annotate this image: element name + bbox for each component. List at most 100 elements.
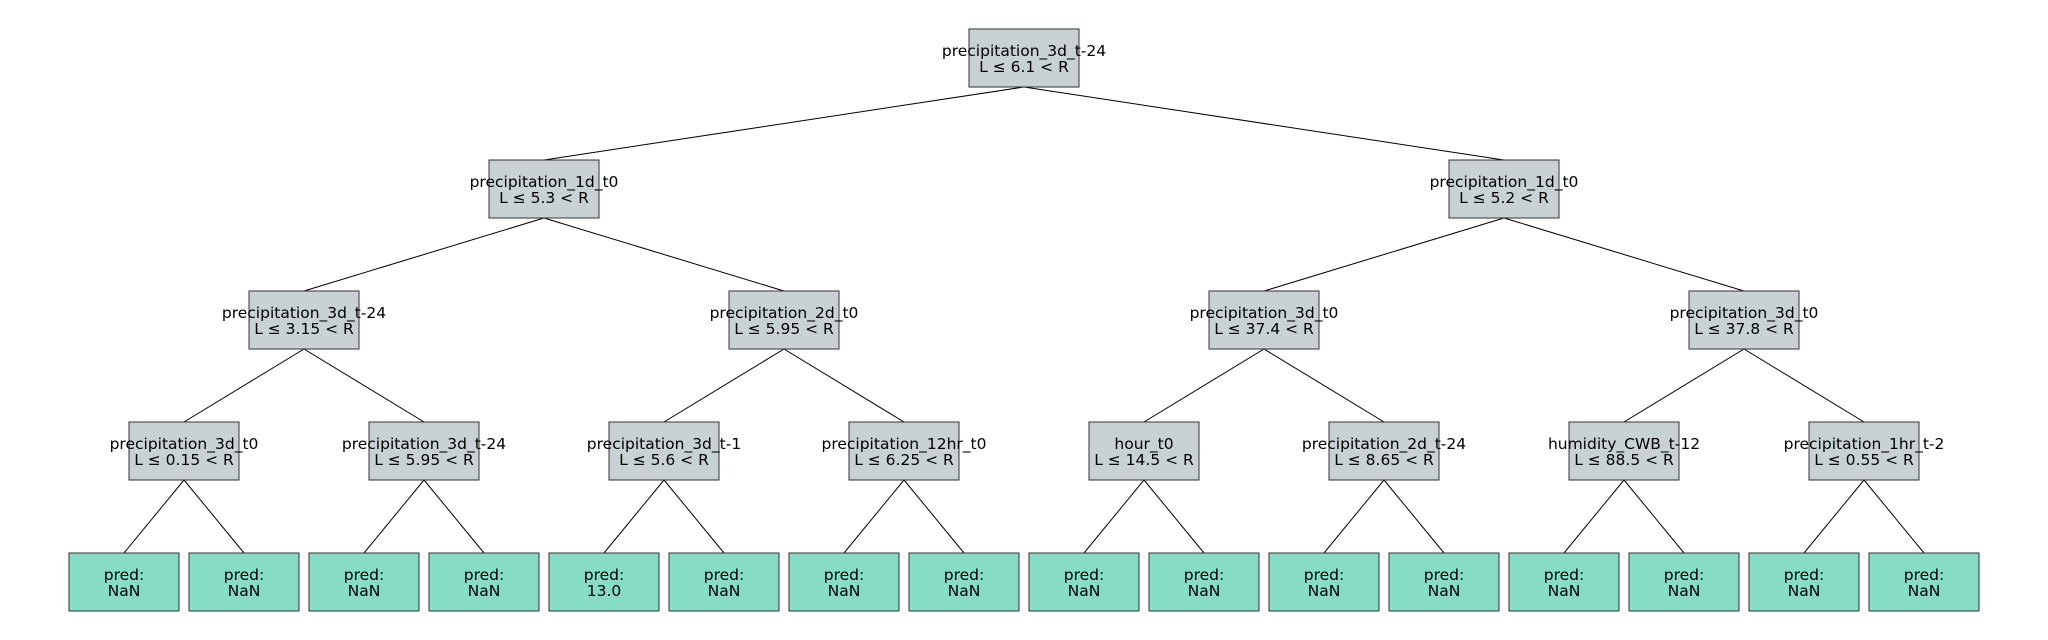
- node-label-line1: pred:: [1064, 566, 1104, 584]
- node-label-line1: hour_t0: [1114, 435, 1173, 454]
- split-node-n5: precipitation_3d_t0L ≤ 37.4 < R: [1190, 290, 1339, 350]
- node-label-line1: precipitation_2d_t0: [710, 304, 859, 323]
- node-label-line1: pred:: [1784, 566, 1824, 584]
- node-box: [1868, 552, 1980, 612]
- edge-n11-n24: [1143, 479, 1205, 554]
- node-box: [728, 290, 840, 350]
- node-box: [788, 552, 900, 612]
- node-label-line1: precipitation_3d_t0: [1670, 304, 1819, 323]
- node-box: [488, 159, 600, 219]
- node-label-line1: precipitation_2d_t-24: [1302, 435, 1466, 454]
- node-label-line1: pred:: [1544, 566, 1584, 584]
- leaf-node-n21: pred:NaN: [788, 552, 900, 612]
- node-label-line2: NaN: [228, 582, 261, 600]
- node-label-line1: pred:: [1664, 566, 1704, 584]
- node-box: [128, 421, 240, 481]
- edge-n2-n6: [1503, 217, 1745, 292]
- edge-n3-n8: [303, 348, 425, 423]
- node-box: [1688, 290, 1800, 350]
- edge-n10-n22: [903, 479, 965, 554]
- node-box: [1748, 552, 1860, 612]
- node-box: [1208, 290, 1320, 350]
- node-label-line2: L ≤ 5.3 < R: [499, 189, 589, 207]
- edge-n12-n26: [1383, 479, 1445, 554]
- edge-n1-n3: [303, 217, 545, 292]
- node-label-line1: pred:: [104, 566, 144, 584]
- node-label-line1: pred:: [1424, 566, 1464, 584]
- node-label-line1: pred:: [944, 566, 984, 584]
- node-box: [1628, 552, 1740, 612]
- node-box: [1508, 552, 1620, 612]
- node-box: [1268, 552, 1380, 612]
- edge-n5-n11: [1143, 348, 1265, 423]
- leaf-node-n24: pred:NaN: [1148, 552, 1260, 612]
- node-label-line2: L ≤ 5.95 < R: [374, 451, 474, 469]
- node-box: [1148, 552, 1260, 612]
- node-label-line2: NaN: [1188, 582, 1221, 600]
- split-node-n6: precipitation_3d_t0L ≤ 37.8 < R: [1670, 290, 1819, 350]
- leaf-node-n30: pred:NaN: [1868, 552, 1980, 612]
- split-node-n7: precipitation_3d_t0L ≤ 0.15 < R: [110, 421, 258, 481]
- edge-n4-n9: [663, 348, 785, 423]
- edge-n3-n7: [183, 348, 305, 423]
- split-node-n9: precipitation_3d_t-1L ≤ 5.6 < R: [587, 421, 741, 481]
- edge-n6-n13: [1623, 348, 1745, 423]
- leaf-node-n20: pred:NaN: [668, 552, 780, 612]
- node-label-line2: 13.0: [587, 582, 622, 600]
- node-box: [668, 552, 780, 612]
- node-label-line2: NaN: [1908, 582, 1941, 600]
- edge-n0-n1: [543, 86, 1025, 161]
- node-box: [968, 28, 1080, 88]
- leaf-node-n19: pred:13.0: [548, 552, 660, 612]
- edge-n5-n12: [1263, 348, 1385, 423]
- leaf-node-n28: pred:NaN: [1628, 552, 1740, 612]
- node-box: [548, 552, 660, 612]
- edge-n7-n15: [123, 479, 185, 554]
- node-label-line1: pred:: [344, 566, 384, 584]
- node-label-line2: L ≤ 37.4 < R: [1214, 320, 1314, 338]
- node-box: [308, 552, 420, 612]
- edge-n4-n10: [783, 348, 905, 423]
- node-label-line2: L ≤ 5.2 < R: [1459, 189, 1549, 207]
- node-label-line1: pred:: [224, 566, 264, 584]
- leaf-node-n26: pred:NaN: [1388, 552, 1500, 612]
- node-label-line2: L ≤ 5.95 < R: [734, 320, 834, 338]
- node-label-line1: pred:: [1304, 566, 1344, 584]
- edge-n12-n25: [1323, 479, 1385, 554]
- node-box: [68, 552, 180, 612]
- split-node-n0: precipitation_3d_t-24L ≤ 6.1 < R: [942, 28, 1106, 88]
- edge-n6-n14: [1743, 348, 1865, 423]
- split-node-n14: precipitation_1hr_t-2L ≤ 0.55 < R: [1784, 421, 1944, 481]
- split-node-n11: hour_t0L ≤ 14.5 < R: [1088, 421, 1200, 481]
- node-label-line1: pred:: [464, 566, 504, 584]
- edge-n11-n23: [1083, 479, 1145, 554]
- node-box: [908, 552, 1020, 612]
- edge-n14-n29: [1803, 479, 1865, 554]
- edge-n2-n5: [1263, 217, 1505, 292]
- edge-n8-n17: [363, 479, 425, 554]
- node-box: [1388, 552, 1500, 612]
- node-label-line1: precipitation_3d_t-24: [942, 42, 1106, 61]
- node-label-line1: precipitation_3d_t0: [1190, 304, 1339, 323]
- tree-edges: [123, 86, 1925, 554]
- node-box: [1808, 421, 1920, 481]
- node-box: [1448, 159, 1560, 219]
- split-node-n2: precipitation_1d_t0L ≤ 5.2 < R: [1430, 159, 1579, 219]
- node-label-line1: precipitation_1d_t0: [1430, 173, 1579, 192]
- node-label-line1: pred:: [584, 566, 624, 584]
- leaf-node-n15: pred:NaN: [68, 552, 180, 612]
- node-box: [428, 552, 540, 612]
- node-label-line2: L ≤ 37.8 < R: [1694, 320, 1794, 338]
- node-box: [1328, 421, 1440, 481]
- leaf-node-n18: pred:NaN: [428, 552, 540, 612]
- node-label-line2: NaN: [708, 582, 741, 600]
- leaf-node-n27: pred:NaN: [1508, 552, 1620, 612]
- leaf-node-n17: pred:NaN: [308, 552, 420, 612]
- node-label-line2: NaN: [948, 582, 981, 600]
- node-label-line2: L ≤ 0.15 < R: [134, 451, 234, 469]
- node-label-line2: L ≤ 14.5 < R: [1094, 451, 1194, 469]
- split-node-n13: humidity_CWB_t-12L ≤ 88.5 < R: [1548, 421, 1700, 481]
- edge-n8-n18: [423, 479, 485, 554]
- split-node-n8: precipitation_3d_t-24L ≤ 5.95 < R: [342, 421, 506, 481]
